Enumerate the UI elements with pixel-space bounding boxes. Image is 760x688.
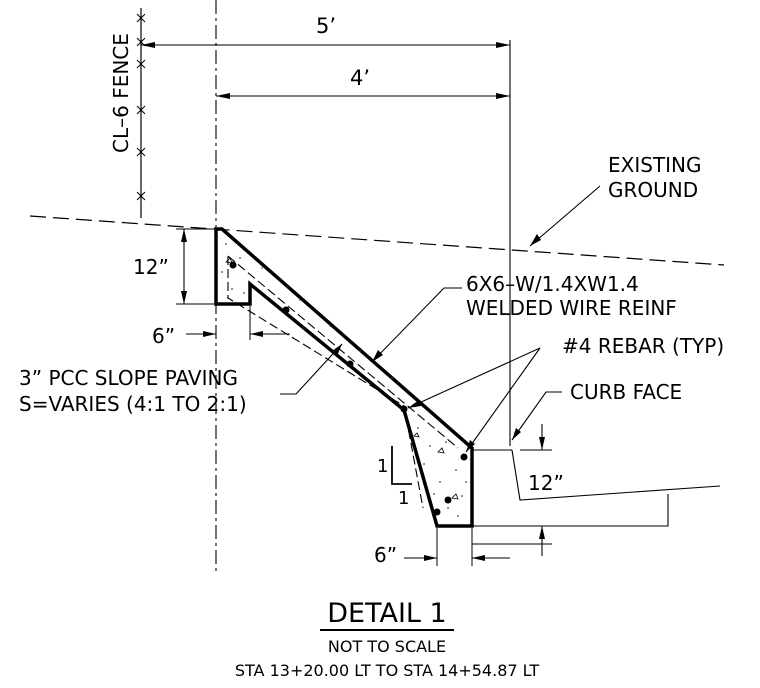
welded-wire-reinforcement bbox=[227, 256, 424, 509]
dim-top-thickness-text: 12” bbox=[133, 255, 169, 279]
dimension-top-width bbox=[186, 306, 290, 340]
leader-existing-ground bbox=[529, 185, 601, 247]
dim-curb-height-text: 12” bbox=[528, 471, 564, 495]
dimension-curb-height bbox=[472, 424, 552, 556]
leader-wire bbox=[371, 287, 462, 363]
dimension-top-thickness bbox=[176, 228, 214, 305]
curb-profile bbox=[472, 449, 721, 527]
leader-paving bbox=[280, 343, 343, 395]
dim-top-span-text: 5’ bbox=[316, 14, 336, 38]
slope-run-text: 1 bbox=[398, 488, 409, 509]
dim-inner-span-text: 4’ bbox=[350, 66, 370, 90]
dim-top-width-text: 6” bbox=[152, 324, 175, 348]
title-block: DETAIL 1 NOT TO SCALE STA 13+20.00 LT TO… bbox=[235, 598, 539, 680]
scale-note: NOT TO SCALE bbox=[328, 637, 446, 656]
wire-label-2: WELDED WIRE REINF bbox=[466, 296, 677, 320]
station-range: STA 13+20.00 LT TO STA 14+54.87 LT bbox=[235, 661, 539, 680]
leader-rebar bbox=[407, 347, 541, 453]
dimension-toe-width bbox=[404, 528, 510, 566]
dim-toe-width-text: 6” bbox=[374, 543, 397, 567]
rebar-label: #4 REBAR (TYP) bbox=[562, 334, 724, 358]
existing-ground-label-2: GROUND bbox=[608, 178, 698, 202]
dimension-top-span bbox=[141, 42, 510, 48]
detail-title: DETAIL 1 bbox=[327, 598, 446, 629]
dimension-inner-span bbox=[216, 93, 510, 99]
leader-curb-face bbox=[511, 391, 562, 441]
paving-label-2: S=VARIES (4:1 TO 2:1) bbox=[19, 392, 247, 416]
wire-label: 6X6–W/1.4XW1.4 bbox=[466, 272, 639, 296]
existing-ground-line bbox=[29, 215, 725, 266]
slope-indicator bbox=[391, 446, 412, 485]
existing-ground-label: EXISTING bbox=[608, 153, 702, 177]
fence-label: CL–6 FENCE bbox=[109, 33, 133, 153]
paving-label: 3” PCC SLOPE PAVING bbox=[19, 366, 238, 390]
curb-face-label: CURB FACE bbox=[570, 380, 682, 404]
slope-paving-section bbox=[214, 227, 474, 528]
slope-rise-text: 1 bbox=[377, 456, 388, 477]
fence-line bbox=[136, 8, 146, 218]
rebar-dots bbox=[229, 261, 468, 516]
